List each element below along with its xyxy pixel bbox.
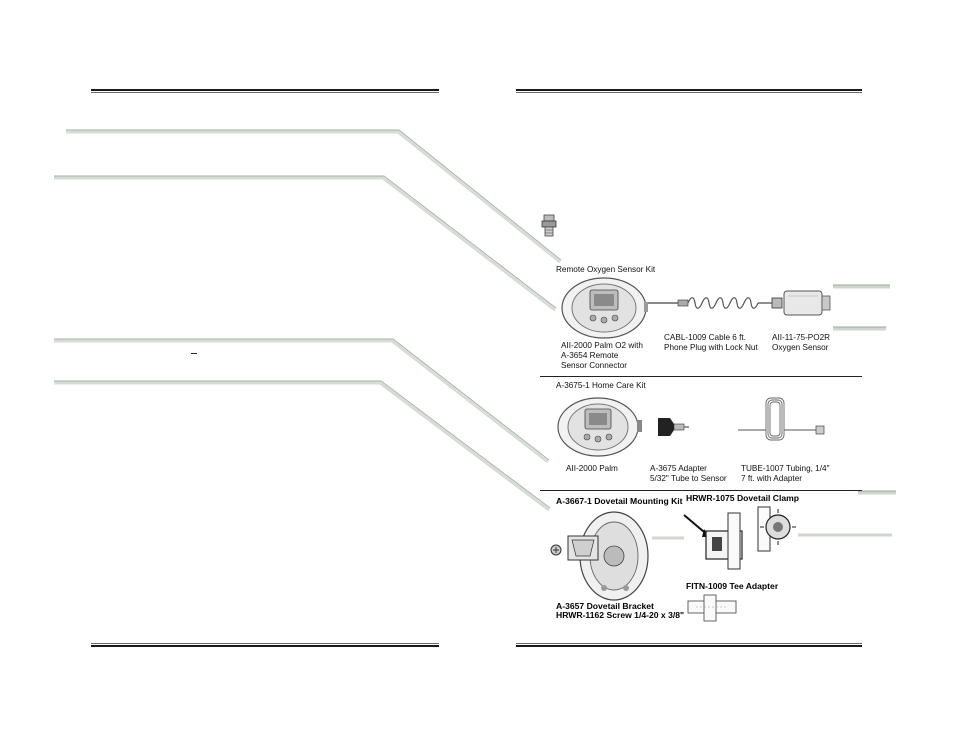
dovetail-clamp-icon bbox=[683, 506, 796, 570]
homecare-part-3-line1: TUBE-1007 Tubing, 1/4" bbox=[741, 464, 830, 473]
oxygen-monitor-icon bbox=[557, 397, 642, 457]
remote-part-1-line3: Sensor Connector bbox=[561, 361, 627, 370]
kit-separator bbox=[540, 490, 862, 491]
text-cursor-mark bbox=[191, 353, 197, 354]
dovetail-clamp-label: HRWR-1075 Dovetail Clamp bbox=[686, 493, 800, 503]
oxygen-sensor-icon bbox=[783, 290, 831, 316]
right-footer-rule bbox=[516, 643, 862, 648]
kit-separator bbox=[540, 376, 862, 377]
homecare-part-2-line2: 5/32" Tube to Sensor bbox=[650, 474, 727, 483]
homecare-part-1-line1: AII-2000 Palm bbox=[566, 464, 618, 473]
remote-kit-title: Remote Oxygen Sensor Kit bbox=[556, 265, 656, 274]
right-header-rule bbox=[516, 89, 862, 94]
tube-adapter-icon bbox=[658, 418, 689, 436]
left-header-rule bbox=[91, 89, 439, 94]
screw-icon bbox=[550, 544, 562, 556]
remote-part-2-line1: CABL-1009 Cable 6 ft. bbox=[664, 333, 746, 342]
bracket-label-line1: A-3657 Dovetail Bracket bbox=[556, 601, 654, 611]
tubing-coil-icon bbox=[738, 397, 825, 441]
fitting-icon bbox=[541, 214, 557, 237]
homecare-kit-title: A-3675-1 Home Care Kit bbox=[556, 381, 646, 390]
tee-adapter-label: FITN-1009 Tee Adapter bbox=[686, 581, 779, 591]
remote-part-1-line2: A-3654 Remote bbox=[561, 351, 619, 360]
remote-part-1-line1: AII-2000 Palm O2 with bbox=[561, 341, 643, 350]
homecare-part-3-line2: 7 ft. with Adapter bbox=[741, 474, 802, 483]
tee-adapter-icon bbox=[687, 594, 737, 622]
remote-part-3-line2: Oxygen Sensor bbox=[772, 343, 829, 352]
remote-part-2-line2: Phone Plug with Lock Nut bbox=[664, 343, 758, 352]
left-footer-rule bbox=[91, 643, 439, 648]
oxygen-monitor-icon bbox=[561, 277, 648, 339]
dovetail-kit-title: A-3667-1 Dovetail Mounting Kit bbox=[556, 496, 683, 506]
coiled-cable-icon bbox=[648, 297, 783, 309]
remote-part-3-line1: AII-11-75-PO2R bbox=[772, 333, 831, 342]
bracket-label-line2: HRWR-1162 Screw 1/4-20 x 3/8" bbox=[556, 610, 685, 620]
homecare-part-2-line1: A-3675 Adapter bbox=[650, 464, 707, 473]
dovetail-bracket-icon bbox=[567, 511, 649, 601]
